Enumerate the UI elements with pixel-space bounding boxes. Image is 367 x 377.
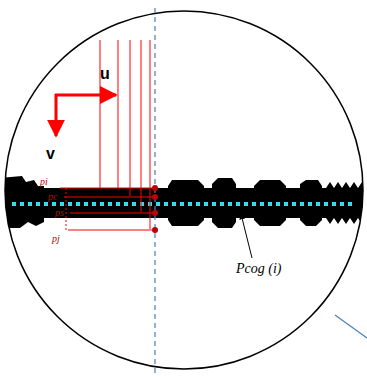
edge-points — [152, 185, 158, 233]
v-axis-arrow — [55, 94, 58, 136]
cog-label: Pcog (i) — [236, 262, 281, 276]
vertical-axis — [154, 8, 155, 377]
axis-label: v — [46, 146, 55, 162]
centerline — [12, 202, 356, 206]
axis-label: u — [100, 66, 110, 82]
point-label: ps — [55, 208, 64, 218]
leader-line — [335, 315, 367, 338]
point-label: pi — [40, 177, 48, 187]
u-axis-arrow — [55, 94, 116, 97]
lens-circle — [5, 11, 363, 369]
tool-silhouette — [0, 176, 367, 228]
point-label: pj — [52, 234, 60, 244]
point-label: pc — [48, 192, 57, 202]
scan-lines — [60, 40, 155, 230]
cog-pointer — [241, 214, 252, 258]
